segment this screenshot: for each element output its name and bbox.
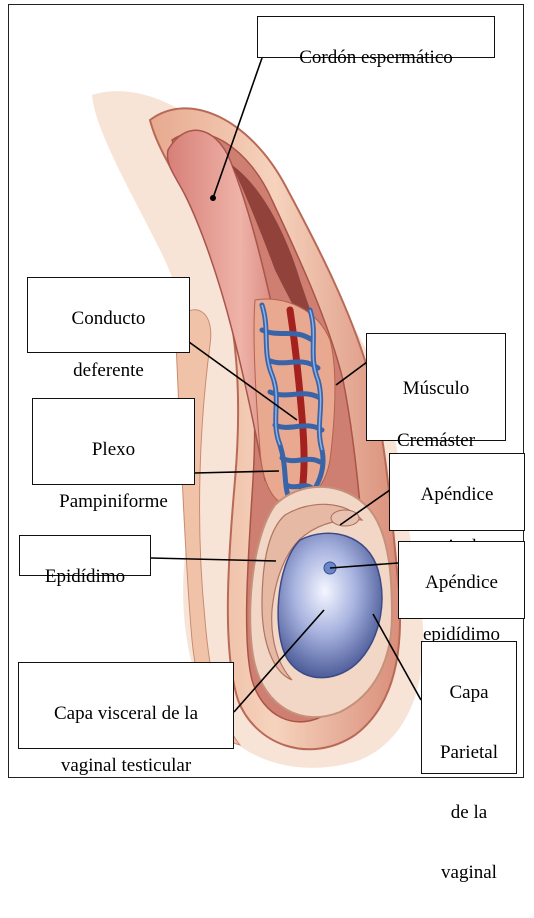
label-epididimo: Epidídimo bbox=[19, 535, 151, 576]
label-plexo-pampiniforme: Plexo Pampiniforme bbox=[32, 398, 195, 485]
label-plexo-line1: Plexo bbox=[37, 437, 190, 463]
label-conducto-line1: Conducto bbox=[32, 306, 185, 332]
label-apendice-epididimo: Apéndice epidídimo bbox=[398, 541, 525, 619]
label-capa-parietal-line3: de la bbox=[426, 798, 512, 828]
label-musculo-line2: Cremáster bbox=[371, 428, 501, 454]
label-apendice-testicular-line1: Apéndice bbox=[394, 482, 520, 508]
label-cordon-text: Cordón espermático bbox=[299, 47, 453, 68]
label-musculo-line1: Músculo bbox=[371, 376, 501, 402]
label-conducto-deferente: Conducto deferente bbox=[27, 277, 190, 353]
label-capa-visceral: Capa visceral de la vaginal testicular bbox=[18, 662, 234, 749]
label-capa-parietal: Capa Parietal de la vaginal bbox=[421, 641, 517, 774]
label-capa-visceral-line2: vaginal testicular bbox=[23, 753, 229, 779]
label-cordon-espermatico: Cordón espermático bbox=[257, 16, 495, 58]
label-epididimo-text: Epidídimo bbox=[45, 566, 125, 587]
label-musculo-cremaster: Músculo Cremáster bbox=[366, 333, 506, 441]
label-apendice-testicular: Apéndice testicular bbox=[389, 453, 525, 531]
appendix-testis bbox=[331, 510, 359, 526]
label-conducto-line2: deferente bbox=[32, 358, 185, 384]
leader-dot-cordon bbox=[210, 195, 216, 201]
label-capa-parietal-line1: Capa bbox=[426, 678, 512, 708]
label-capa-parietal-line2: Parietal bbox=[426, 738, 512, 768]
label-plexo-line2: Pampiniforme bbox=[37, 489, 190, 515]
label-capa-visceral-line1: Capa visceral de la bbox=[23, 701, 229, 727]
label-apendice-epididimo-line1: Apéndice bbox=[403, 570, 520, 596]
label-capa-parietal-line4: vaginal bbox=[426, 858, 512, 888]
